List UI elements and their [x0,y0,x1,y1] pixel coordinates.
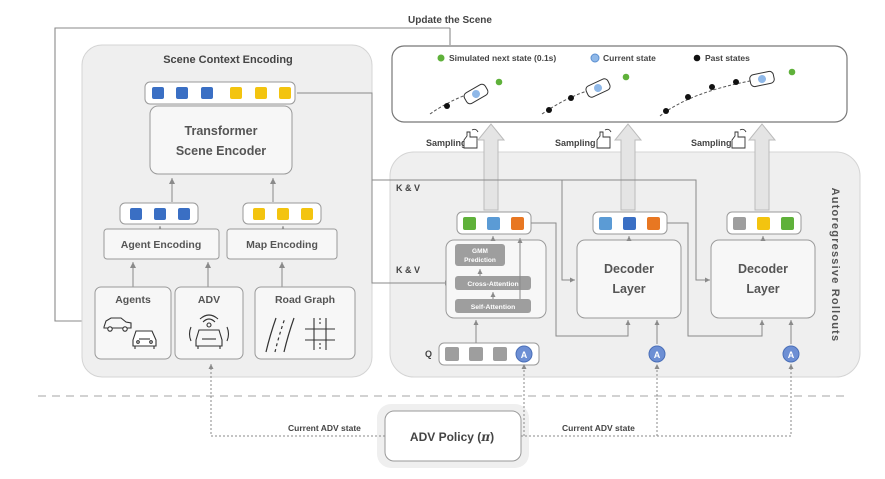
legend-past-label: Past states [705,53,750,63]
sampling-label-2: Sampling [555,138,596,148]
sampling-label-1: Sampling [426,138,467,148]
road-graph-label: Road Graph [275,294,335,306]
map-encoding-label: Map Encoding [246,239,318,251]
decoder1-token-lightblue [487,217,500,230]
scene-context-title: Scene Context Encoding [163,54,293,66]
legend-current-label: Current state [603,53,656,63]
adv-policy-label: ADV Policy (π) [410,430,494,444]
update-scene-line [54,27,450,324]
scene-token-strip [144,81,296,105]
kv-line-to-decoder-1 [297,92,450,286]
adv-action-badge-3-label: A [788,350,795,360]
trajectory-1 [429,78,503,115]
transformer-scene-encoder [149,105,293,175]
autoregressive-rollouts-label: Autoregressive Rollouts [829,188,841,343]
q-label: Q [425,349,432,359]
autonomous-vehicle-icon [188,314,230,349]
current-adv-state-line-left [208,364,385,437]
current-adv-state-label-right: Current ADV state [562,423,635,433]
kv-mid-label: K & V [396,265,420,275]
map-encoding-box [226,228,338,260]
scene-token-blue-1 [152,87,164,99]
legend-simulated-label: Simulated next state (0.1s) [449,53,556,63]
adv-action-badge-3 [782,345,800,363]
hand-icon-3 [731,128,747,149]
intersection-icon [305,318,335,350]
scene-token-blue-3 [201,87,213,99]
scene-token-yellow-1 [230,87,242,99]
query-token-strip [438,342,540,366]
query-token-1 [445,347,459,361]
adv-label: ADV [198,294,220,306]
legend-past-dot [693,54,701,62]
decoder3-token-yellow [757,217,770,230]
map-token-1 [253,208,265,220]
current-adv-state-label-left: Current ADV state [288,423,361,433]
gmm-prediction-block [455,244,505,266]
agents-label: Agents [115,294,151,306]
adv-action-badge-2-label: A [654,350,661,360]
adv-action-badge-2 [648,345,666,363]
adv-action-badge-1-label: A [521,350,528,360]
map-token-2 [277,208,289,220]
trajectory-3 [659,68,796,117]
decoder1-token-orange [511,217,524,230]
gmm-label-line1: GMM [472,248,488,255]
road-graph-box [254,286,356,360]
cars-icon [103,317,157,349]
decoder-layer-2-line1: Decoder [604,262,654,276]
decoder-layer-3-line2: Layer [746,282,779,296]
rollout-trajectory-panel [391,45,848,123]
upward-arrow-1 [476,123,506,211]
decoder-layer-3-line1: Decoder [738,262,788,276]
road-icon [265,317,295,353]
agent-token-2 [154,208,166,220]
kv-top-label: K & V [396,183,420,193]
query-token-3 [493,347,507,361]
decoder-layer-3 [710,239,816,319]
query-token-2 [469,347,483,361]
agent-encoding-label: Agent Encoding [121,239,202,251]
hand-icon-1 [463,128,479,149]
scene-token-yellow-3 [279,87,291,99]
link-decoder2-to-decoder3 [667,222,765,337]
agent-encoding-box [103,228,220,260]
kv-line-to-decoder-2 [372,179,575,283]
legend-current-dot [590,53,600,63]
decoder-layer-2-line2: Layer [612,282,645,296]
scene-token-blue-2 [176,87,188,99]
agent-token-3 [178,208,190,220]
sampling-label-3: Sampling [691,138,732,148]
decoder3-token-green [781,217,794,230]
encoder-title-line2: Scene Encoder [176,144,266,158]
decoder1-token-green [463,217,476,230]
map-token-3 [301,208,313,220]
kv-line-to-decoder-3 [562,179,710,283]
agent-token-1 [130,208,142,220]
cross-attention-block [455,276,531,290]
self-attention-label: Self-Attention [471,304,516,311]
cross-attention-label: Cross-Attention [467,281,518,288]
decoder2-token-orange [647,217,660,230]
decoder2-token-blue [623,217,636,230]
scene-token-yellow-2 [255,87,267,99]
adv-action-badge-1 [515,345,533,363]
gmm-label-line2: Prediction [464,257,496,264]
upward-arrow-3 [747,123,777,211]
encoder-title-line1: Transformer [185,124,258,138]
decoder3-token-gray [733,217,746,230]
self-attention-block [455,299,531,313]
legend-green-dot [437,54,445,62]
decoder2-token-lightblue [599,217,612,230]
link-decoder1-to-decoder2 [531,222,631,337]
current-adv-state-line-right [521,364,794,437]
decoder-layer-2 [576,239,682,319]
upward-arrow-2 [613,123,643,211]
trajectory-2 [541,73,630,115]
update-scene-label: Update the Scene [408,15,492,26]
hand-icon-2 [596,128,612,149]
